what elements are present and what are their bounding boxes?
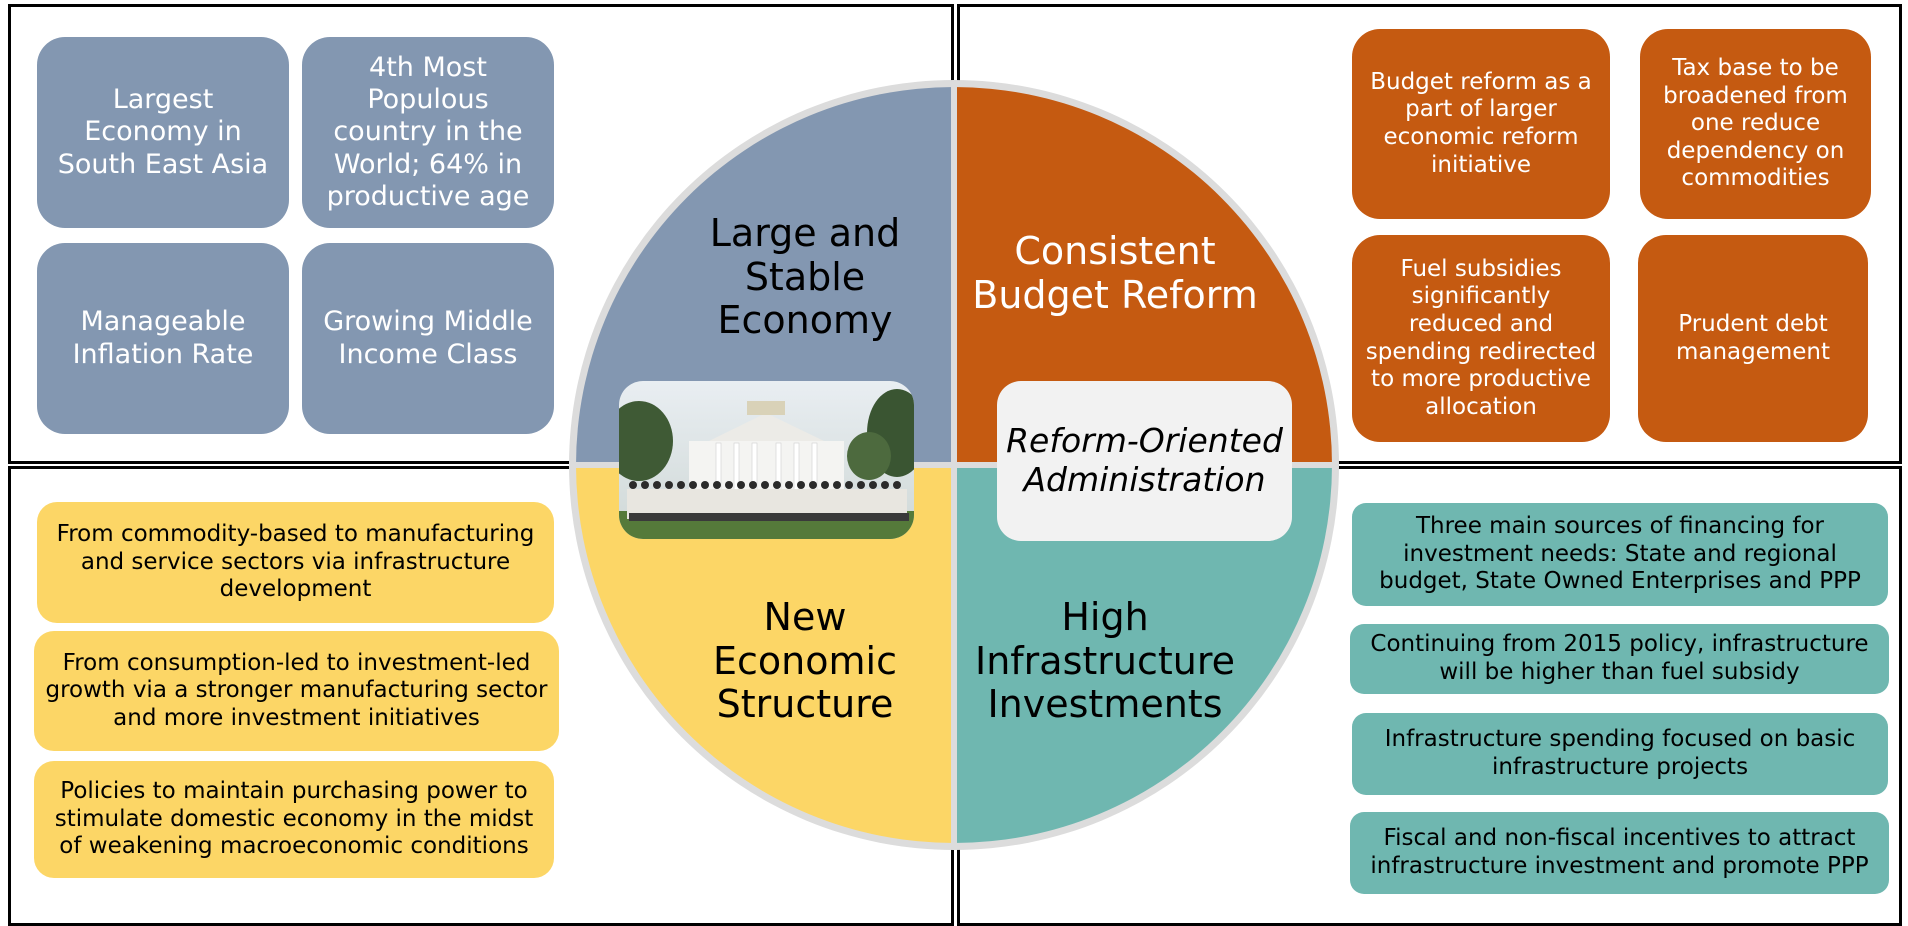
budget-reform-point-box: Budget reform as a part of larger econom… [1352,29,1610,219]
infrastructure-point-box: Continuing from 2015 policy, infrastruct… [1350,624,1889,694]
infrastructure-point-box: Fiscal and non-fiscal incentives to attr… [1350,812,1889,894]
economic-structure-point-box: Policies to maintain purchasing power to… [34,761,554,878]
quadrant-new-economic-structure [576,465,954,843]
economy-point-box: Manageable Inflation Rate [37,243,289,434]
economic-structure-point-box: From consumption-led to investment-led g… [34,631,559,751]
quadrant-high-infrastructure-investments [954,465,1332,843]
reform-oriented-administration-label: Reform-Oriented Administration [997,381,1292,541]
quadrant-label-budget-reform: Consistent Budget Reform [972,229,1258,317]
quadrant-large-stable-economy [576,87,954,465]
central-quadrant-circle [569,80,1339,850]
budget-reform-point-box: Tax base to be broadened from one reduce… [1640,29,1871,219]
budget-reform-point-box: Prudent debt management [1638,235,1868,442]
economy-point-box: Growing Middle Income Class [302,243,554,434]
quadrant-consistent-budget-reform [954,87,1332,465]
economic-structure-point-box: From commodity-based to manufacturing an… [37,502,554,623]
economy-point-box: 4th Most Populous country in the World; … [302,37,554,228]
quadrant-label-economy: Large and Stable Economy [709,211,901,343]
quadrant-label-infrastructure: High Infrastructure Investments [974,595,1236,727]
infrastructure-point-box: Infrastructure spending focused on basic… [1352,713,1888,795]
infrastructure-point-box: Three main sources of financing for inve… [1352,503,1888,606]
budget-reform-point-box: Fuel subsidies significantly reduced and… [1352,235,1610,442]
palace-photo-illustration [619,381,914,539]
quadrant-label-economic-structure: New Economic Structure [713,595,897,727]
cabinet-group-photo [619,381,914,539]
economy-point-box: Largest Economy in South East Asia [37,37,289,228]
